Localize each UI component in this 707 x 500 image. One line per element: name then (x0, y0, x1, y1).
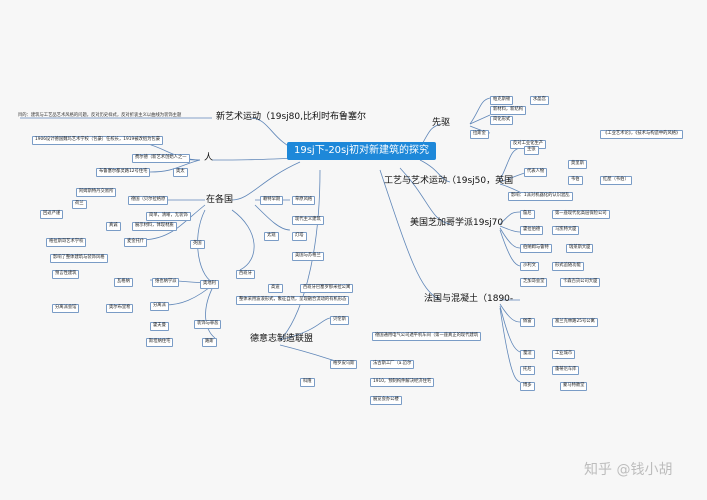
fagus: 法古斯工厂（a.迈尔 (370, 360, 415, 369)
prairie: 草原风格 (292, 196, 316, 205)
austria: 奥地利 (200, 280, 219, 289)
paxton: 帕克斯顿 (490, 96, 514, 105)
ruskin: 拉斯金 (470, 130, 489, 139)
gaudi-note: 整体采用波浪形式，象征自然，呈现融合流动的有机形态 (236, 296, 350, 305)
wagner-prop: 预言性建筑 (52, 270, 80, 279)
first-insurance: 第一座现代化高层保险公司 (552, 210, 610, 219)
webb: 韦伯 (568, 176, 583, 185)
branch-art-nouveau[interactable]: 新艺术运动（19sj80,比利时布鲁塞尔 (216, 112, 366, 122)
form-follows: 形式追随功能 (552, 262, 584, 271)
mackintosh: 麦金托什 (124, 238, 148, 247)
central-topic[interactable]: 19sj下-20sj初对新建筑的探究 (287, 142, 437, 160)
branch-deutscher-werkbund[interactable]: 德意志制造联盟 (250, 334, 314, 344)
horta-house: 布鲁塞尔都灵路12号住宅 (96, 168, 151, 177)
return-clear: 回返严谨 (40, 210, 64, 219)
aeg: 德国通用电气公司透平机车间（第一座真正的现代建筑 (372, 332, 482, 341)
tai-guan: 太观 (264, 232, 279, 241)
ear: 美国与苏格兰 (292, 252, 324, 261)
perret: 佩雷 (520, 318, 535, 327)
branch-arts-crafts[interactable]: 工艺与艺术运动（19sj50，英国 (384, 176, 514, 186)
branch-france-concrete[interactable]: 法国与混凝土（1890- (424, 294, 514, 304)
werkbund-1910: 1910，预制构件解决经济住宅 (370, 378, 435, 387)
peter-behrens: 贝伦斯 (330, 316, 349, 325)
reliance: 瑞莱斯大厦 (566, 244, 594, 253)
wright: 赖特早期 (260, 196, 284, 205)
garnier: 戛涅 (520, 350, 535, 359)
belgium: 英国 (190, 240, 205, 249)
exhibition: 展览会办公楼 (370, 396, 402, 405)
burnham: 伯纳姆与鲁特 (520, 244, 552, 253)
branch-people[interactable]: 人 (204, 153, 214, 163)
glasgow-impact: 影响了整体建筑与装饰风格 (50, 254, 108, 263)
morris: 莫里斯 (568, 160, 587, 169)
secession-hall: 分离派会馆 (52, 304, 80, 313)
show-materials: 展示材料，体现材质 (132, 222, 177, 231)
red-house: 红屋（韦伯） (600, 176, 632, 185)
dewey: 影响：1派对机器化的认识混乱 (508, 192, 573, 201)
steiner-house: 斯坦纳住宅 (146, 338, 174, 347)
berlage: 德国（贝尔拉格原 (128, 196, 169, 205)
modern-concept: 现代主义建筑 (292, 216, 324, 225)
horta: 奥太 (173, 168, 188, 177)
new-material: 新材料，新结构 (490, 106, 527, 115)
carson: 卡森百货公司大厦 (560, 278, 601, 287)
truthful: 真诚 (106, 222, 121, 231)
gropius: 格罗皮乌斯 (330, 360, 358, 369)
representatives: 代表人物 (524, 168, 548, 177)
bauhaus-1906: 1906设计德国魏玛艺术学校（包豪）任校长，1919被改组为包豪 (32, 136, 163, 145)
franklin: 富兰克林路25号公寓 (552, 318, 598, 327)
sullivan: 沙利文 (520, 262, 539, 271)
montmartre: 蒙马特教堂 (560, 382, 588, 391)
gaudi: 高迪 (268, 284, 283, 293)
ruskin-works: 《工业艺术论》，《技术与构造中的风格》 (600, 130, 684, 139)
vienna-school: 维也纳学派 (152, 278, 180, 287)
tacoma: 马凯特大厦 (552, 226, 580, 235)
simple-pure: 简单，清晰，无装饰 (146, 212, 191, 221)
lighthouse: 灯塔 (292, 232, 307, 241)
crystal-palace: 水晶宫 (530, 96, 549, 105)
branch-pioneers[interactable]: 先驱 (432, 118, 451, 128)
holabird: 霍拉伯德 (520, 226, 544, 235)
otto-wagner: 瓦格纳 (114, 278, 133, 287)
art-nouveau-goal: 目的：建筑与工艺品艺术风格的问题，反对历史样式，反对折衷主义以曲线为装饰主题 (18, 113, 182, 118)
baudot: 博多 (520, 382, 535, 391)
branch-chicago-school[interactable]: 美国芝加哥学派19sj70 (410, 218, 504, 228)
cologne: 科隆 (300, 378, 315, 387)
advocate: 主张 (524, 146, 539, 155)
auditorium: 芝加哥会堂 (520, 278, 548, 287)
stock-exchange: 阿姆斯特丹交易所 (76, 188, 117, 197)
spain: 西班牙 (236, 270, 255, 279)
simple-form: 简化形式 (490, 116, 514, 125)
zhihu-watermark: 知乎 @钱小胡 (584, 462, 673, 478)
secession: 分离派 (150, 302, 169, 311)
loos: 路斯 (202, 338, 217, 347)
ponthieu: 蓬蒂厄车库 (552, 366, 580, 375)
tony: 托尼 (520, 366, 535, 375)
hoffmann: 霍夫曼 (150, 322, 169, 331)
branch-everywhere[interactable]: 在各国 (206, 195, 234, 205)
casa-mila: 西班牙巴塞罗那米拉公寓 (300, 284, 354, 293)
decoration-crime: 装饰与罪恶 (194, 320, 222, 329)
industrial-city: 工业城市 (552, 350, 576, 359)
glasgow: 格拉斯哥艺术学校 (46, 238, 87, 247)
holland: 荷兰 (72, 200, 87, 209)
le-baron: 詹尼 (520, 210, 535, 219)
olbrich: 奥尔布里希 (106, 304, 134, 313)
van-de-velde: 费尔德（新艺术创始人之一 (132, 154, 190, 163)
